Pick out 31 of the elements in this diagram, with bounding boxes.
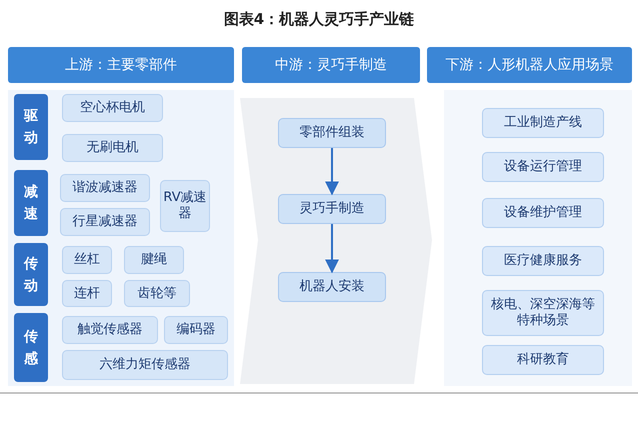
chart-title: 图表4：机器人灵巧手产业链 xyxy=(222,10,416,29)
header-band: 中游：灵巧手制造 xyxy=(242,47,420,83)
component-box: 六维力矩传感器 xyxy=(62,350,228,380)
component-box: 编码器 xyxy=(164,316,228,344)
scenario-box: 设备运行管理 xyxy=(482,152,604,182)
scenario-box: 科研教育 xyxy=(482,345,604,375)
category-label: 传动 xyxy=(14,243,48,306)
component-box: 空心杯电机 xyxy=(62,94,163,122)
process-box: 灵巧手制造 xyxy=(278,194,386,224)
component-box: 丝杠 xyxy=(62,246,112,274)
component-box: RV减速器 xyxy=(160,180,210,232)
process-box: 机器人安装 xyxy=(278,272,386,302)
component-box: 无刷电机 xyxy=(62,134,163,162)
category-label: 减速 xyxy=(14,170,48,236)
header-band: 上游：主要零部件 xyxy=(8,47,234,83)
process-box: 零部件组装 xyxy=(278,118,386,148)
component-box: 行星减速器 xyxy=(60,208,150,236)
category-label: 驱动 xyxy=(14,94,48,160)
scenario-box: 核电、深空深海等特种场景 xyxy=(482,290,604,336)
arrow xyxy=(325,224,339,274)
component-box: 连杆 xyxy=(62,280,112,307)
category-label: 传感 xyxy=(14,313,48,382)
component-box: 腱绳 xyxy=(124,246,184,274)
component-box: 谐波减速器 xyxy=(60,174,150,202)
scenario-box: 设备维护管理 xyxy=(482,198,604,228)
component-box: 触觉传感器 xyxy=(62,316,158,344)
scenario-box: 医疗健康服务 xyxy=(482,246,604,276)
arrow xyxy=(325,148,339,196)
header-band: 下游：人形机器人应用场景 xyxy=(427,47,632,83)
component-box: 齿轮等 xyxy=(124,280,190,307)
scenario-box: 工业制造产线 xyxy=(482,108,604,138)
